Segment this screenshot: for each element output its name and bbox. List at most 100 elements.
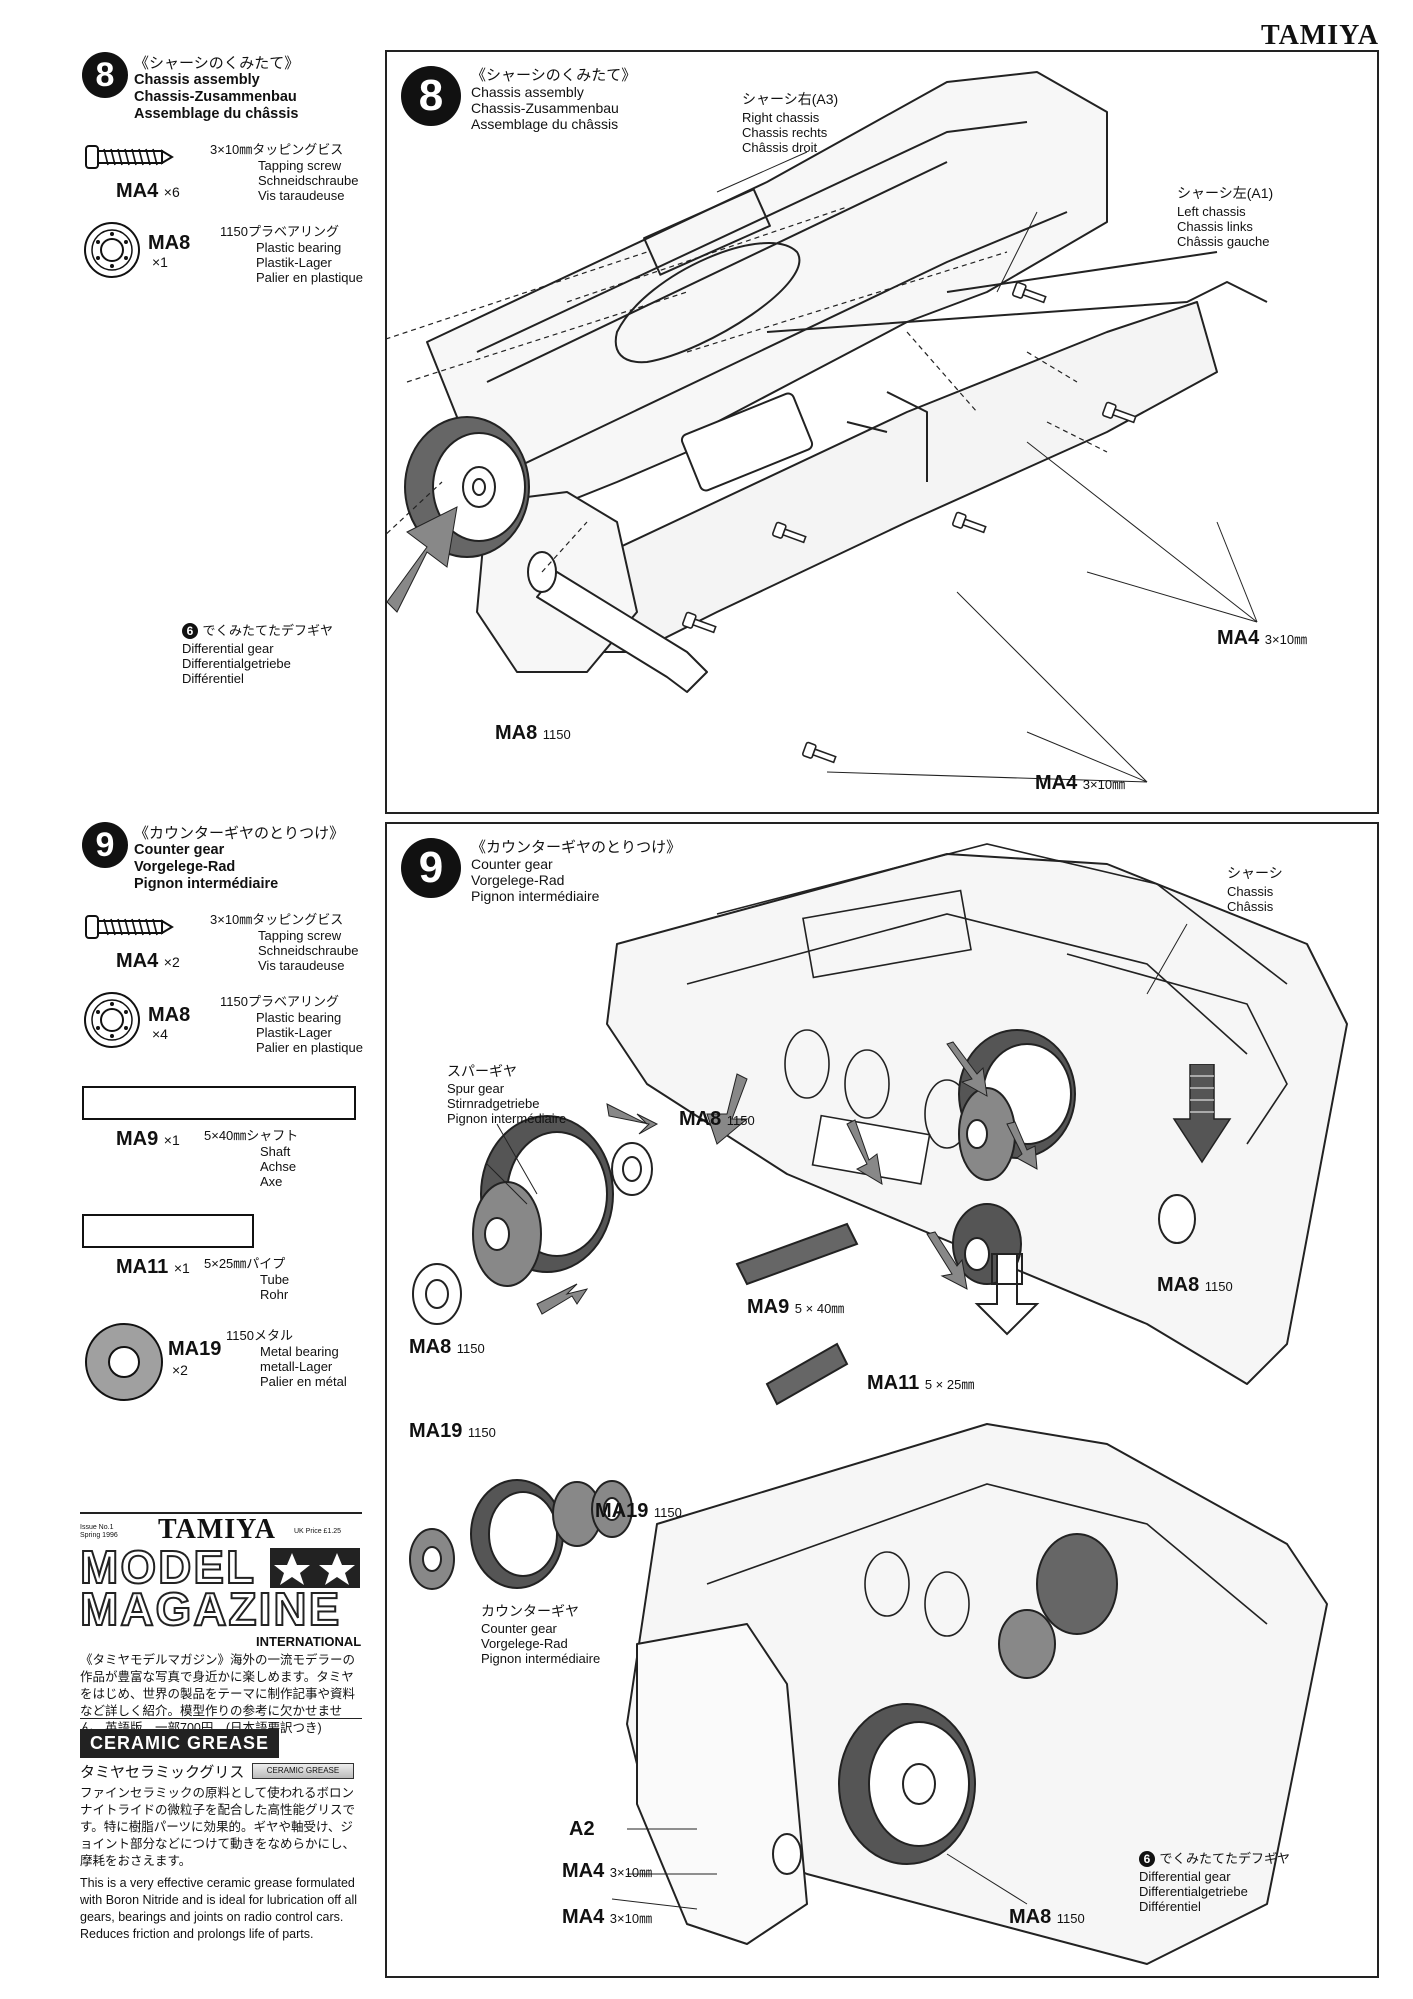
right-chassis-label-en: Right chassis <box>742 110 820 125</box>
tube-icon <box>82 1214 254 1248</box>
chassis-label-en: Chassis <box>1227 884 1274 899</box>
step8-part-ma4-en: Tapping screw <box>258 158 342 173</box>
chassis-assembly-drawing <box>387 71 1268 783</box>
grease-tube-icon: CERAMIC GREASE <box>252 1763 354 1779</box>
step9-ma8-bottom-label: MA8 1150 <box>1009 1906 1085 1928</box>
right-chassis-label-de: Chassis rechts <box>742 125 828 140</box>
magazine-issue: Issue No.1 <box>80 1524 114 1531</box>
diff-gear-en: Differential gear <box>182 641 274 656</box>
step9-part-ma9-jp: 5×40㎜シャフト <box>204 1128 299 1143</box>
step9-panel: 9 《カウンターギヤのとりつけ》 Counter gear Vorgelege-… <box>385 822 1379 1978</box>
brand-logo: TAMIYA <box>1260 20 1379 51</box>
tamiya-stars-icon <box>270 1548 360 1588</box>
step8-part-ma8-en: Plastic bearing <box>256 240 342 255</box>
spur-gear-label-jp: スパーギヤ <box>447 1063 517 1079</box>
step9-part-ma11-de: Rohr <box>260 1287 289 1302</box>
spur-gear-label-fr: Pignon intermédiaire <box>447 1111 567 1126</box>
chassis-label-fr: Châssis <box>1227 899 1274 914</box>
step8-part-ma8-fr: Palier en plastique <box>256 270 363 285</box>
step8-panel-title-de: Chassis-Zusammenbau <box>471 100 619 116</box>
chassis-label-jp: シャーシ <box>1227 865 1283 881</box>
step9-ma8-right-label: MA8 1150 <box>1157 1274 1233 1296</box>
step8-part-ma4-code: MA4 ×6 <box>116 180 180 202</box>
step8-panel: 8 《シャーシのくみたて》 Chassis assembly Chassis-Z… <box>182 50 1379 814</box>
down-arrow-icon <box>1172 1064 1232 1164</box>
right-chassis-label-jp: シャーシ右(A3) <box>742 91 839 107</box>
shaft-icon <box>82 1086 356 1120</box>
model-magazine-ad: Issue No.1 Spring 1996 TAMIYA UK Price £… <box>79 1512 362 1735</box>
step9-part-ma8-en: Plastic bearing <box>256 1010 342 1025</box>
step8-part-ma4-jp: 3×10㎜タッピングビス <box>210 142 344 157</box>
step9-number-badge: 9 <box>82 822 128 868</box>
grease-description-jp: ファインセラミックの原料として使われるボロンナイトライドの微粒子を配合した高性能… <box>80 1786 356 1868</box>
magazine-brand: TAMIYA <box>158 1514 277 1545</box>
step9-diff-gear-en: Differential gear <box>1139 1869 1231 1884</box>
step9-diff-gear-fr: Différentiel <box>1139 1899 1201 1914</box>
step8-ma4-label-b: MA4 3×10㎜ <box>1035 772 1126 794</box>
tapping-screw-icon <box>85 915 174 939</box>
step9-part-ma9-fr: Axe <box>260 1174 283 1189</box>
step9-part-ma9-code: MA9 ×1 <box>116 1128 180 1150</box>
step9-panel-title-jp: 《カウンターギヤのとりつけ》 <box>471 839 682 856</box>
magazine-price: UK Price £1.25 <box>294 1528 342 1535</box>
magazine-word-magazine: MAGAZINE <box>79 1583 342 1635</box>
plastic-bearing-icon <box>84 222 140 278</box>
step8-part-ma4-fr: Vis taraudeuse <box>258 188 345 203</box>
step9-part-ma19-fr: Palier en métal <box>260 1374 347 1389</box>
step9-a2-label: A2 <box>569 1818 595 1840</box>
magazine-description: 《タミヤモデルマガジン》海外の一流モデラーの作品が豊富な写真で身近かに楽しめます… <box>80 1653 356 1735</box>
step9-part-ma19-qty: ×2 <box>172 1362 188 1378</box>
step9-title-en: Counter gear <box>134 842 225 858</box>
grease-name-jp: タミヤセラミックグリス <box>80 1764 245 1781</box>
step9-part-ma9-de: Achse <box>260 1159 297 1174</box>
step9-ma9-label: MA9 5 × 40㎜ <box>747 1296 845 1318</box>
magazine-word-model: MODEL <box>79 1541 257 1593</box>
step9-diff-gear-jp: でくみたてたデフギヤ <box>1159 1851 1290 1866</box>
counter-gear-label-jp: カウンターギヤ <box>481 1603 579 1619</box>
step9-part-ma11-code: MA11 ×1 <box>116 1256 190 1278</box>
plastic-bearing-icon <box>84 992 140 1048</box>
step9-part-ma8-de: Plastik-Lager <box>256 1025 332 1040</box>
step9-part-ma4-en: Tapping screw <box>258 928 342 943</box>
counter-gear-drawing <box>409 843 1348 1965</box>
step9-part-ma4-de: Schneidschraube <box>258 943 359 958</box>
step8-part-ma8-qty: ×1 <box>152 254 168 270</box>
counter-gear-label-de: Vorgelege-Rad <box>481 1636 568 1651</box>
step9-ma8-top-label: MA8 1150 <box>679 1108 755 1130</box>
step9-diff-step-badge: 6 <box>1139 1850 1155 1867</box>
step9-part-ma19-de: metall-Lager <box>260 1359 333 1374</box>
counter-gear-label-en: Counter gear <box>481 1621 557 1636</box>
step8-title-de: Chassis-Zusammenbau <box>134 89 297 105</box>
step9-part-ma4-jp: 3×10㎜タッピングビス <box>210 912 344 927</box>
counter-gear-label-fr: Pignon intermédiaire <box>481 1651 601 1666</box>
step9-title-de: Vorgelege-Rad <box>134 859 236 875</box>
left-chassis-label-de: Chassis links <box>1177 219 1253 234</box>
step9-title-fr: Pignon intermédiaire <box>134 876 279 892</box>
step9-sidebar: 9 《カウンターギヤのとりつけ》 Counter gear Vorgelege-… <box>82 822 382 1442</box>
spur-gear-label-en: Spur gear <box>447 1081 505 1096</box>
magazine-season: Spring 1996 <box>80 1532 118 1539</box>
step9-part-ma4-code: MA4 ×2 <box>116 950 180 972</box>
step8-title-jp: 《シャーシのくみたて》 <box>134 55 300 72</box>
diff-gear-fr: Différentiel <box>182 671 244 686</box>
step9-ma19-a-label: MA19 1150 <box>409 1420 496 1442</box>
step9-part-ma4-fr: Vis taraudeuse <box>258 958 345 973</box>
step8-part-ma8-code: MA8 <box>148 232 191 254</box>
step8-panel-title-en: Chassis assembly <box>471 84 584 100</box>
step8-number-badge: 8 <box>82 52 128 98</box>
left-chassis-label-jp: シャーシ左(A1) <box>1177 185 1274 201</box>
step9-part-ma11-en: Tube <box>260 1272 290 1287</box>
step9-part-ma19-code: MA19 <box>168 1338 222 1360</box>
tapping-screw-icon <box>85 145 174 169</box>
step8-part-ma8-jp: 1150プラベアリング <box>220 224 339 239</box>
step8-title-fr: Assemblage du châssis <box>134 106 299 122</box>
step9-title-jp: 《カウンターギヤのとりつけ》 <box>134 825 345 842</box>
step9-part-ma8-code: MA8 <box>148 1004 191 1026</box>
left-chassis-label-fr: Châssis gauche <box>1177 234 1270 249</box>
diff-step-badge: 6 <box>182 622 198 639</box>
diff-gear-jp: でくみたてたデフギヤ <box>202 623 333 638</box>
step9-ma8-left-label: MA8 1150 <box>409 1336 485 1358</box>
step8-ma4-label-a: MA4 3×10㎜ <box>1217 627 1308 649</box>
grease-description-en: This is a very effective ceramic grease … <box>80 1876 357 1941</box>
step9-part-ma8-jp: 1150プラベアリング <box>220 994 339 1009</box>
